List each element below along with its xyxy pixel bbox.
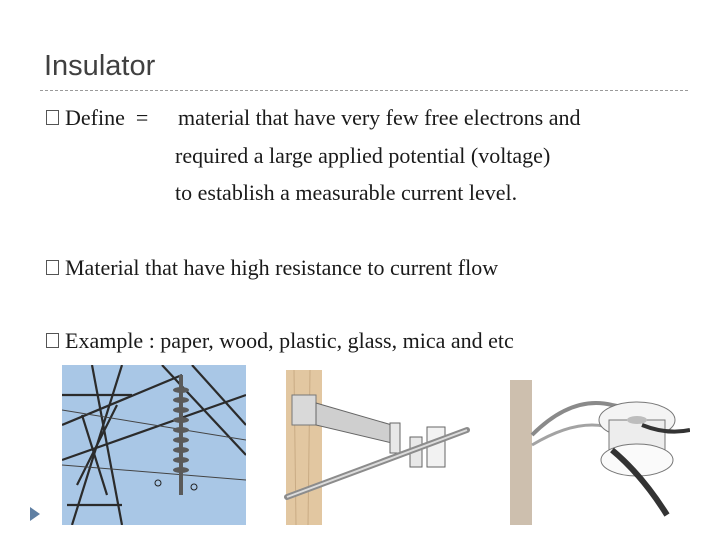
post-insulator-image [282,365,472,525]
define-line-3: to establish a measurable current level. [175,180,518,205]
define-lead: Define = [65,105,160,130]
define-line-2: required a large applied potential (volt… [175,143,551,168]
bullet-define: Define = [46,105,159,131]
bullet-box-icon [46,333,59,348]
transmission-tower-image [62,365,246,525]
slide-title: Insulator [44,50,156,82]
title-divider [40,90,688,91]
bullet-box-icon [46,260,59,275]
spool-insulator-image [492,365,690,525]
slide-nav-arrow-icon[interactable] [30,507,40,521]
define-line-1: material that have very few free electro… [178,105,581,130]
bullet-example: Example : paper, wood, plastic, glass, m… [46,328,514,354]
example-text: Example : paper, wood, plastic, glass, m… [65,328,514,353]
bullet-box-icon [46,110,59,125]
bullet-material: Material that have high resistance to cu… [46,255,498,281]
material-text: Material that have high resistance to cu… [65,255,499,280]
